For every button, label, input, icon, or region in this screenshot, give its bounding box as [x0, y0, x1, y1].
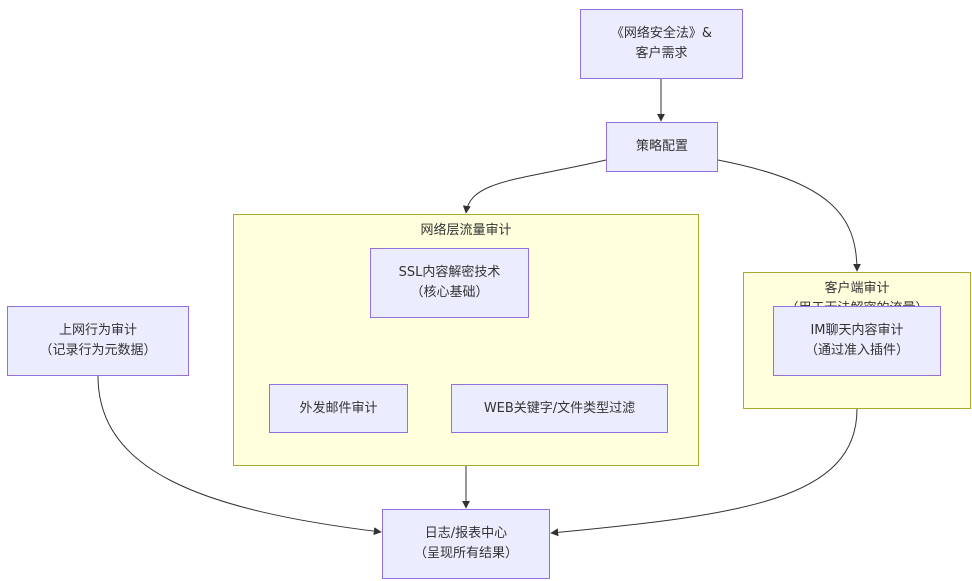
node-law-requirements: 《网络安全法》& 客户需求 [580, 9, 743, 79]
node-internet-behavior-audit: 上网行为审计 （记录行为元数据） [7, 306, 189, 376]
node-im-audit: IM聊天内容审计 （通过准入插件） [773, 306, 941, 376]
node-ssl-line2: （核心基础） [410, 285, 489, 300]
node-web-filter: WEB关键字/文件类型过滤 [451, 384, 668, 433]
cluster-network-audit-title: 网络层流量审计 [420, 223, 512, 238]
node-law-line2: 客户需求 [635, 46, 688, 61]
node-email-audit: 外发邮件审计 [269, 384, 408, 433]
cluster-client-audit-title: 客户端审计 [824, 281, 890, 296]
node-internet-line2: （记录行为元数据） [39, 343, 157, 358]
node-ssl-decryption: SSL内容解密技术 （核心基础） [370, 248, 529, 318]
node-log-report-center: 日志/报表中心 （呈现所有结果） [382, 509, 550, 579]
node-im-line1: IM聊天内容审计 [810, 323, 904, 338]
node-policy-config: 策略配置 [606, 122, 718, 172]
node-ssl-line1: SSL内容解密技术 [398, 265, 501, 280]
node-log-line2: （呈现所有结果） [413, 546, 518, 561]
edge-policy-to-ssl [462, 159, 607, 214]
edge-policy-to-im [717, 159, 861, 272]
node-im-line2: （通过准入插件） [804, 343, 909, 358]
node-email-line1: 外发邮件审计 [299, 400, 378, 416]
node-web-line1: WEB关键字/文件类型过滤 [483, 400, 636, 416]
node-law-line1: 《网络安全法》& [610, 26, 713, 41]
node-policy-line1: 策略配置 [635, 139, 688, 154]
node-log-line1: 日志/报表中心 [424, 526, 508, 541]
node-internet-line1: 上网行为审计 [58, 323, 137, 338]
